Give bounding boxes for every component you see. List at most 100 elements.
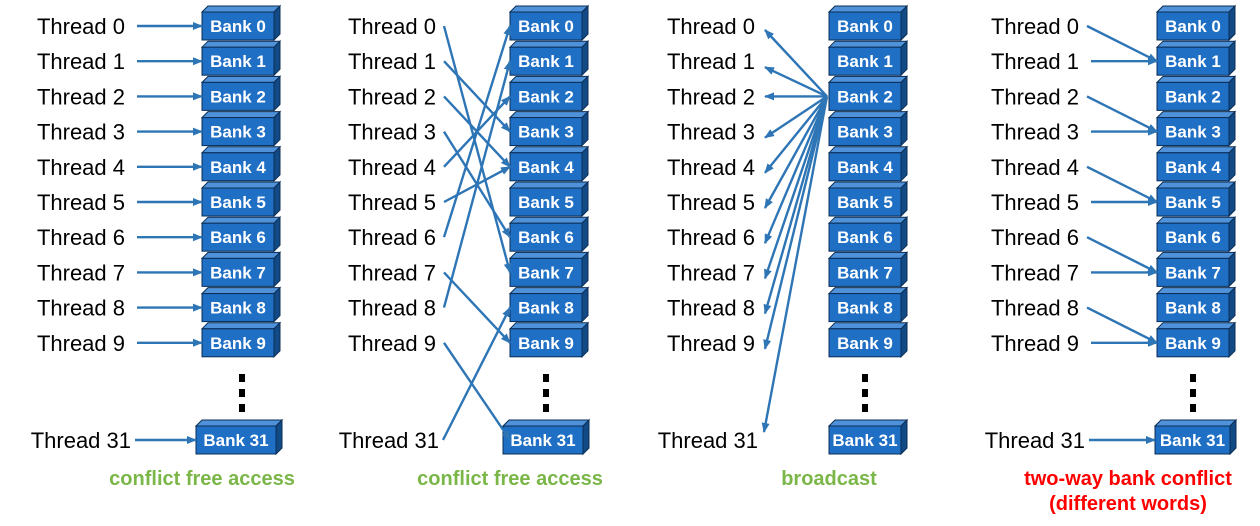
bank-4: Bank 4: [508, 145, 590, 183]
thread-label: Thread 6: [667, 225, 755, 250]
bank-label: Bank 6: [837, 228, 893, 247]
bank-label: Bank 0: [518, 17, 574, 36]
bank-1: Bank 1: [200, 39, 282, 77]
thread-label-31: Thread 31: [31, 428, 131, 453]
thread-label: Thread 1: [348, 49, 436, 74]
bank-label: Bank 8: [1165, 299, 1221, 318]
access-arrow: [763, 96, 829, 350]
bank-label: Bank 1: [1165, 52, 1221, 71]
bank-0: Bank 0: [827, 4, 909, 42]
panel-caption: two-way bank conflict: [1024, 468, 1232, 490]
bank-3: Bank 3: [827, 110, 909, 147]
thread-label: Thread 8: [348, 296, 436, 321]
bank-label: Bank 9: [518, 334, 574, 353]
thread-label: Thread 7: [37, 260, 125, 285]
panel-caption: broadcast: [781, 468, 877, 490]
bank-3: Bank 3: [508, 110, 590, 147]
thread-label: Thread 2: [991, 84, 1079, 109]
bank-label: Bank 9: [210, 334, 266, 353]
bank-label: Bank 3: [837, 123, 893, 142]
bank-2: Bank 2: [827, 75, 909, 112]
bank-label: Bank 1: [210, 52, 266, 71]
bank-5: Bank 5: [827, 180, 909, 218]
bank-2: Bank 2: [1155, 75, 1237, 112]
thread-label: Thread 7: [348, 260, 436, 285]
access-arrow: [442, 25, 512, 274]
bank-1: Bank 1: [827, 39, 909, 77]
bank-label: Bank 2: [210, 87, 266, 106]
bank-3: Bank 3: [1155, 110, 1237, 147]
bank-label: Bank 7: [1165, 263, 1221, 282]
thread-label: Thread 4: [991, 155, 1079, 180]
bank-31: Bank 31: [827, 418, 909, 456]
bank-2: Bank 2: [508, 75, 590, 112]
access-arrow: [763, 95, 829, 245]
thread-label: Thread 0: [37, 14, 125, 39]
bank-8: Bank 8: [827, 286, 909, 323]
bank-9: Bank 9: [508, 321, 590, 359]
ellipsis-dots: [239, 374, 245, 412]
ellipsis-dots: [1190, 374, 1196, 412]
bank-label: Bank 4: [518, 158, 574, 177]
bank-label: Bank 4: [210, 158, 266, 177]
bank-8: Bank 8: [200, 286, 282, 323]
access-arrow: [441, 306, 512, 441]
thread-label: Thread 9: [991, 331, 1079, 356]
thread-label: Thread 3: [667, 120, 755, 145]
bank-2: Bank 2: [200, 75, 282, 112]
thread-label: Thread 9: [348, 331, 436, 356]
access-arrow: [442, 60, 512, 308]
thread-label-31: Thread 31: [339, 428, 439, 453]
bank-label: Bank 31: [1160, 431, 1225, 450]
panel-caption: (different words): [1049, 493, 1207, 515]
thread-label: Thread 8: [991, 296, 1079, 321]
bank-label: Bank 2: [837, 87, 893, 106]
thread-label-31: Thread 31: [985, 428, 1085, 453]
bank-label: Bank 5: [518, 193, 574, 212]
bank-label: Bank 9: [837, 334, 893, 353]
bank-3: Bank 3: [200, 110, 282, 147]
bank-31: Bank 31: [194, 418, 284, 456]
bank-label: Bank 5: [837, 193, 893, 212]
thread-label: Thread 0: [348, 14, 436, 39]
access-arrow: [763, 96, 829, 315]
bank-9: Bank 9: [200, 321, 282, 359]
bank-1: Bank 1: [1155, 39, 1237, 77]
bank-7: Bank 7: [1155, 251, 1237, 288]
thread-label: Thread 5: [991, 190, 1079, 215]
thread-label: Thread 3: [37, 120, 125, 145]
thread-label: Thread 0: [667, 14, 755, 39]
bank-label: Bank 5: [210, 193, 266, 212]
bank-6: Bank 6: [827, 215, 909, 253]
bank-9: Bank 9: [1155, 321, 1237, 359]
access-arrow: [763, 95, 829, 209]
thread-label: Thread 3: [991, 120, 1079, 145]
thread-label: Thread 4: [667, 155, 755, 180]
bank-0: Bank 0: [1155, 4, 1237, 42]
bank-6: Bank 6: [200, 215, 282, 253]
bank-7: Bank 7: [827, 251, 909, 288]
thread-label: Thread 1: [37, 49, 125, 74]
bank-31: Bank 31: [1153, 418, 1238, 456]
thread-label: Thread 0: [991, 14, 1079, 39]
access-arrow: [764, 95, 828, 139]
bank-1: Bank 1: [508, 39, 590, 77]
bank-label: Bank 3: [1165, 123, 1221, 142]
bank-label: Bank 8: [210, 299, 266, 318]
access-arrow: [763, 96, 829, 280]
panel-caption: conflict free access: [109, 468, 295, 490]
bank-label: Bank 3: [518, 123, 574, 142]
bank-4: Bank 4: [827, 145, 909, 183]
access-arrow: [764, 66, 828, 98]
bank-label: Bank 7: [518, 263, 574, 282]
bank-4: Bank 4: [1155, 145, 1237, 183]
bank-7: Bank 7: [508, 251, 590, 288]
bank-label: Bank 1: [518, 52, 574, 71]
thread-label: Thread 1: [991, 49, 1079, 74]
bank-0: Bank 0: [508, 4, 590, 42]
bank-label: Bank 31: [203, 431, 268, 450]
access-arrow: [764, 95, 828, 174]
bank-31: Bank 31: [501, 418, 591, 456]
